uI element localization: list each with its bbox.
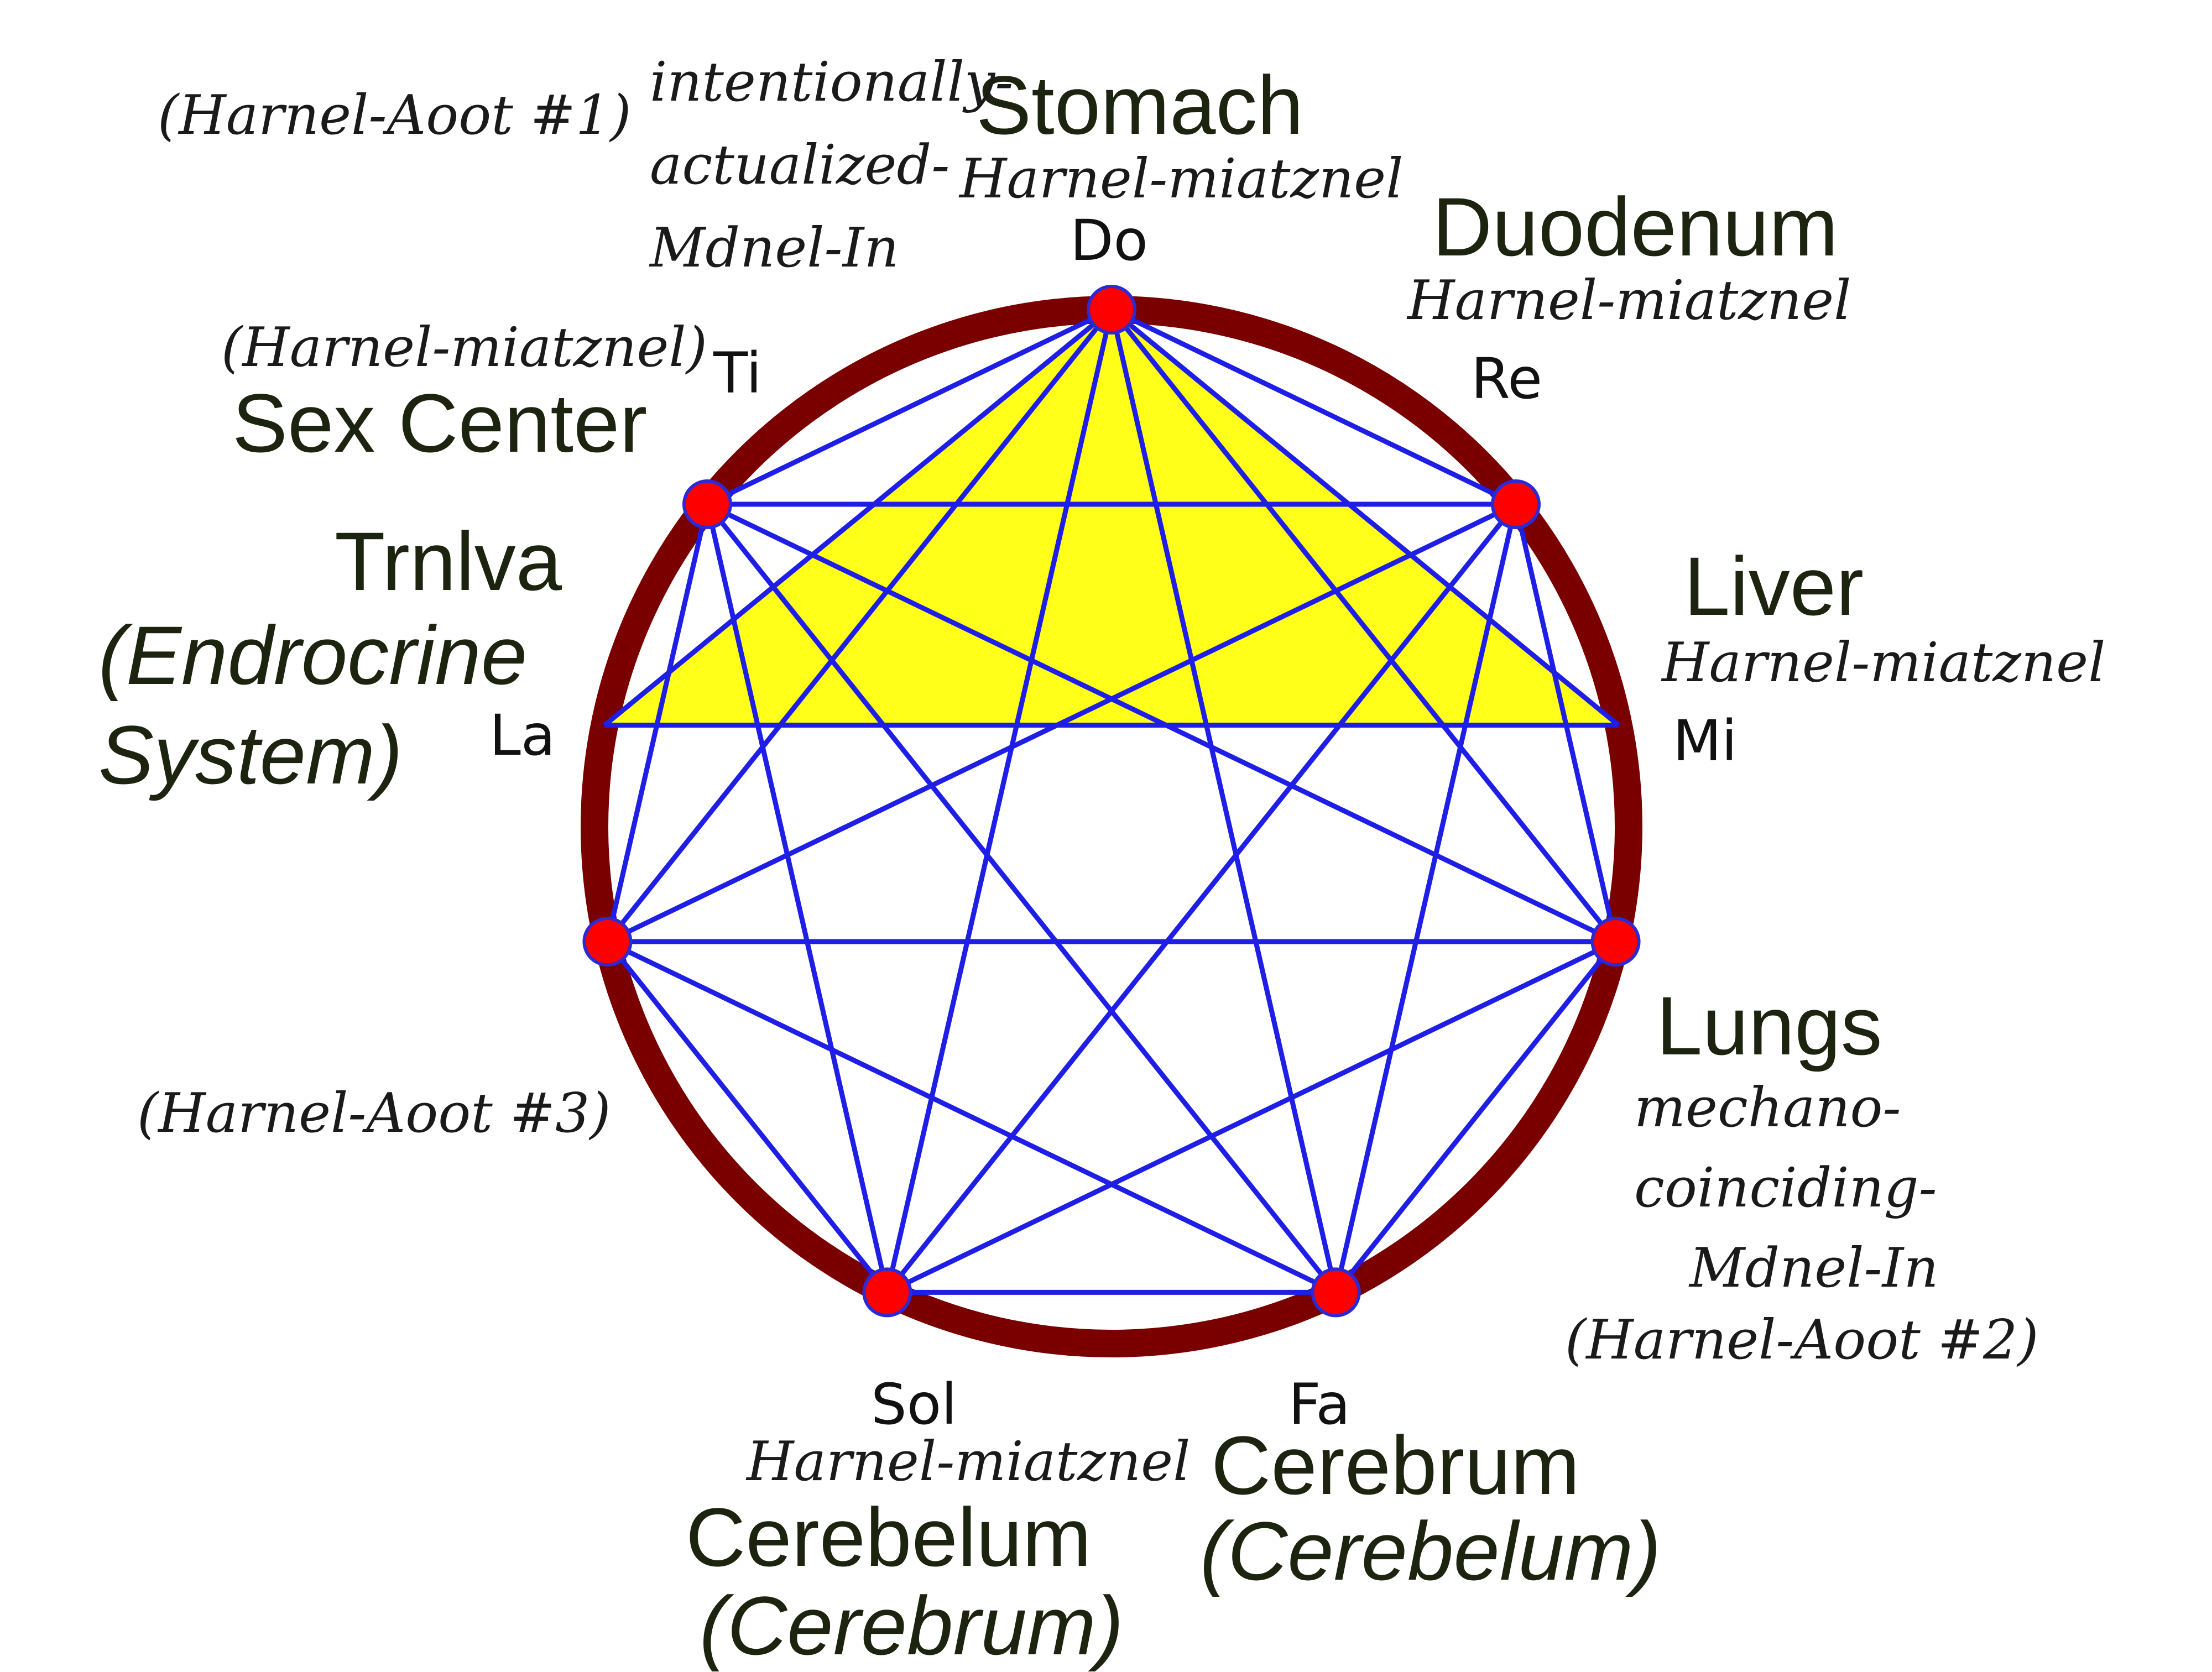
- chord-sol-la: [605, 940, 889, 1294]
- note-label-mi: Mi: [1673, 708, 1738, 774]
- chord-sol-ti: [705, 504, 890, 1293]
- note-label-fa: Fa: [1288, 1372, 1350, 1438]
- aoot-1-label: (Harnel-Aoot #1): [158, 84, 632, 147]
- actualized-label: actualized-: [650, 134, 950, 197]
- note-label-sol: Sol: [871, 1372, 957, 1438]
- endocrine-system-label: System): [98, 708, 403, 801]
- lungs-label: Lungs: [1656, 979, 1882, 1072]
- cerebrum-label: Cerebrum: [1211, 1419, 1580, 1512]
- triangle-edge-2: [603, 307, 1113, 728]
- duodenum-label: Duodenum: [1432, 180, 1838, 273]
- mdnel-in-label-right: Mdnel-In: [1689, 1237, 1939, 1300]
- chord-do-la: [605, 308, 1114, 943]
- endocrine-label: (Endrocrine: [98, 609, 528, 702]
- duodenum-subtitle: Harnel-miatznel: [1407, 269, 1851, 332]
- connection-lines: [603, 307, 1620, 1295]
- chord-mi-fa: [1334, 940, 1618, 1294]
- inner-triangle: [604, 310, 1619, 725]
- aoot-2-label: (Harnel-Aoot #2): [1565, 1309, 2039, 1372]
- note-label-re: Re: [1471, 346, 1543, 412]
- note-label-la: La: [489, 703, 556, 769]
- note-label-ti: Ti: [713, 341, 762, 406]
- aoot-3-label: (Harnel-Aoot #3): [137, 1082, 611, 1145]
- node-re: [1491, 479, 1541, 530]
- chord-fa-la: [606, 939, 1337, 1295]
- chord-re-fa: [1333, 504, 1519, 1293]
- node-fa: [1311, 1267, 1361, 1318]
- trnlva-label: Trnlva: [335, 515, 562, 608]
- note-points: [582, 285, 1641, 1318]
- liver-label: Liver: [1684, 540, 1864, 633]
- node-mi: [1590, 917, 1641, 967]
- chord-do-mi: [1109, 308, 1618, 943]
- node-ti: [682, 479, 732, 530]
- stomach-label: Stomach: [976, 59, 1303, 151]
- node-sol: [862, 1267, 912, 1318]
- stomach-subtitle: Harnel-miatznel: [959, 148, 1404, 211]
- chord-do-ti: [706, 307, 1113, 507]
- cerebelum-paren-label: (Cerebrum): [700, 1579, 1124, 1672]
- chord-do-sol: [884, 309, 1114, 1293]
- liver-subtitle: Harnel-miatznel: [1662, 631, 2106, 694]
- triangle-edge-0: [1110, 307, 1620, 728]
- cerebelum-label: Cerebelum: [686, 1491, 1092, 1584]
- node-la: [582, 917, 633, 967]
- chord-re-sol: [885, 503, 1518, 1294]
- sex-center-label: Sex Center: [232, 377, 648, 469]
- cerebrum-paren-label: (Cerebelum): [1200, 1504, 1661, 1597]
- chord-mi-sol: [886, 939, 1617, 1295]
- chord-do-fa: [1109, 309, 1339, 1293]
- chord-fa-ti: [705, 503, 1338, 1294]
- note-label-do: Do: [1070, 208, 1148, 274]
- coinciding-label: coinciding-: [1634, 1157, 1937, 1220]
- sex-center-note: (Harnel-miatznel): [221, 316, 707, 379]
- node-do: [1087, 285, 1136, 335]
- intentionally-label: intentionally-: [650, 51, 1014, 114]
- mdnel-in-label-top: Mdnel-In: [650, 217, 899, 280]
- chord-do-re: [1110, 307, 1517, 507]
- sol-subtitle: Harnel-miatznel: [747, 1430, 1191, 1493]
- mechano-label: mechano-: [1634, 1077, 1901, 1140]
